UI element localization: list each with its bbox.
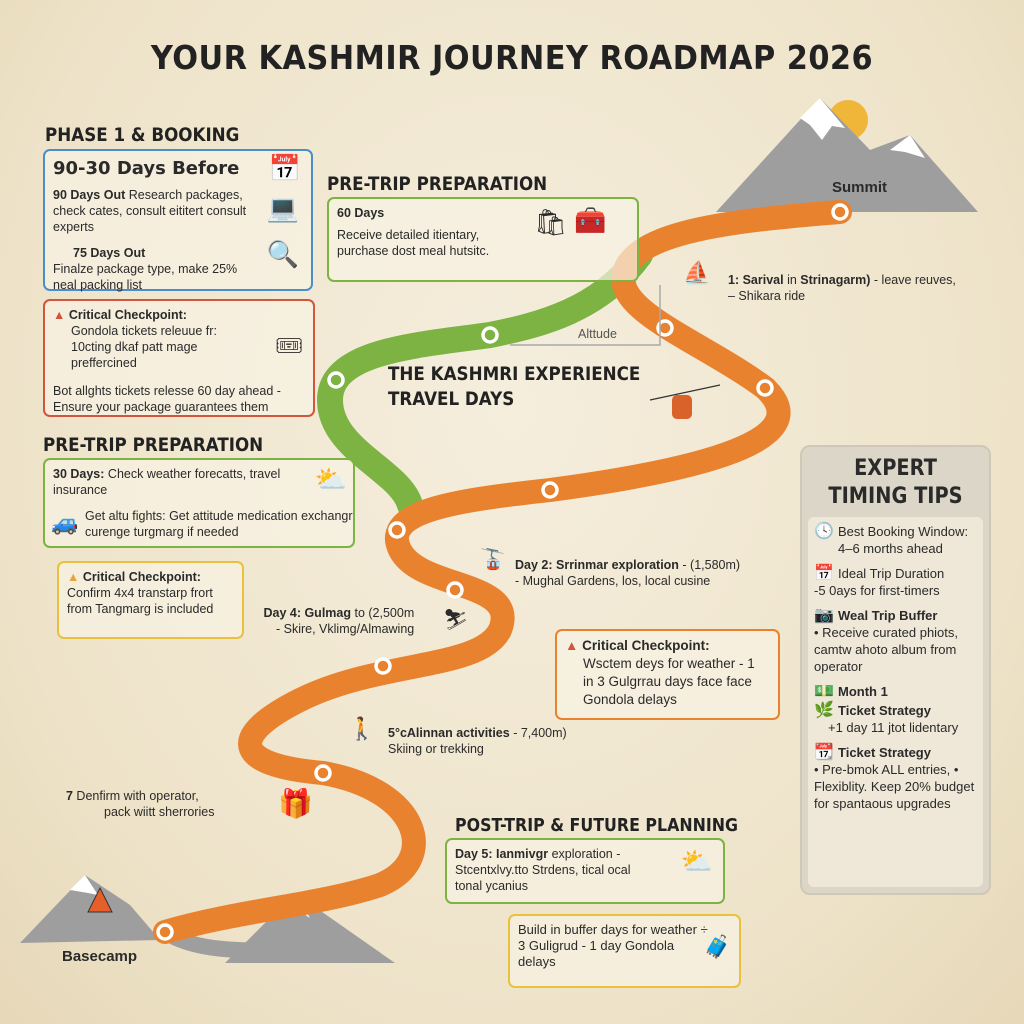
day5-activities-label: 5°cAlinnan activities - 7,400m)Skiing or… [388, 726, 567, 756]
route-node [374, 657, 392, 675]
route-node [156, 923, 174, 941]
summit-snow [800, 98, 845, 140]
route-node [831, 203, 849, 221]
calendar-icon: 📅 [268, 153, 301, 183]
green-route [316, 242, 653, 518]
experience-subtitle: TRAVEL DAYS [388, 388, 515, 410]
phase1-box: 90-30 Days Before 90 Days Out Research p… [43, 149, 313, 292]
route-node [446, 581, 464, 599]
route-node [327, 371, 345, 389]
weather-icon: ⛅ [314, 464, 347, 494]
expert-tips-panel: EXPERT TIMING TIPS 🕓Best Booking Window:… [800, 445, 991, 895]
route-node [656, 319, 674, 337]
gondola-icon [672, 395, 692, 419]
posttrip-box: Day 5: Ianmivgr exploration - Stcentxlvy… [445, 838, 725, 904]
pretrip-left-heading: PRE-TRIP PREPARATION [43, 434, 264, 456]
hiker-icon: 🚶 [348, 716, 376, 741]
warning-icon: ▲ [565, 638, 579, 653]
luggage-icon: 🧳 [703, 934, 731, 959]
leaf-icon: 🌿 [814, 702, 834, 719]
weather-icon: ⛅ [680, 846, 713, 876]
pretrip-30-box: 30 Days: Check weather forecatts, travel… [43, 458, 355, 548]
phase1-item-90: 90 Days Out Research packages, check cat… [53, 188, 247, 234]
first-aid-kit-icon: 🧰 [574, 205, 607, 235]
summit-mountain [716, 98, 978, 212]
laptop-icon: 💻 [266, 193, 299, 223]
posttrip-heading: POST-TRIP & FUTURE PLANNING [455, 815, 739, 836]
ski-icon: ⛷ [443, 609, 469, 631]
checkpoint-weather: ▲ Critical Checkpoint: Wsctem deys for w… [555, 629, 780, 720]
money-icon: 💵 [814, 683, 834, 700]
route-node [314, 764, 332, 782]
route-node [541, 481, 559, 499]
cable-car-icon: 🚡 [480, 549, 505, 571]
orange-route [153, 200, 852, 944]
tips-heading: TIMING TIPS [828, 484, 963, 509]
day1-label: 1: Sarival in Strinagarm) - leave reuves… [728, 273, 956, 303]
summit-label: Summit [832, 179, 888, 196]
tip-item: 💵Month 1 [814, 683, 888, 700]
calendar-icon: 📅 [814, 565, 834, 582]
phase1-heading: PHASE 1 & BOOKING [45, 124, 240, 146]
souvenir-bag-icon: 🎁 [278, 788, 313, 819]
basecamp-label: Basecamp [62, 948, 138, 965]
altitude-label: Alttude [578, 327, 617, 341]
experience-title: THE KASHMRI EXPERIENCE [388, 363, 641, 385]
calendar-icon: 📆 [814, 744, 834, 761]
shopping-bag-icon: 🛍 [534, 207, 568, 237]
warning-icon: ▲ [67, 570, 80, 584]
tip-item: 📅Ideal Trip Duration-5 0ays for first-ti… [814, 565, 945, 598]
magnifier-icon: 🔍 [266, 239, 299, 269]
boat-icon: ⛵ [683, 260, 711, 285]
checkpoint-transport: ▲ Critical Checkpoint: Confirm 4x4 trans… [57, 561, 244, 639]
route-node [756, 379, 774, 397]
checkpoint-gondola: ▲ Critical Checkpoint: Gondola tickets r… [43, 299, 315, 417]
route-node [481, 326, 499, 344]
tip-item: 📆Ticket Strategy• Pre-bmok ALL entries, … [814, 744, 975, 811]
pretrip-60-box: 60 Days Receive detailed itientary, purc… [327, 197, 639, 282]
altitude-connector [510, 285, 661, 346]
car-icon: 🚙 [51, 510, 79, 535]
page-title: YOUR KASHMIR JOURNEY ROADMAP 2026 [150, 38, 874, 77]
day2-label: Day 2: Srrinmar exploration - (1,580m)- … [515, 558, 741, 588]
warning-icon: ▲ [53, 308, 66, 322]
pretrip-top-heading: PRE-TRIP PREPARATION [327, 173, 548, 195]
phase1-box-title: 90-30 Days Before [53, 158, 240, 179]
warning-icon [87, 886, 113, 913]
day7-label: 7 Denfirm with operator,pack wiitt sherr… [66, 789, 215, 819]
camera-icon: 📷 [814, 607, 834, 624]
clock-icon: 🕓 [814, 523, 834, 540]
day4-label: Day 4: Gulmag to (2,500m- Skire, Vklimg/… [263, 606, 415, 636]
tip-item: 🕓Best Booking Window:4–6 morths ahead [814, 523, 969, 556]
route-node [388, 521, 406, 539]
buffer-box: Build in buffer days for weather ÷ 3 Gul… [508, 914, 741, 988]
tips-heading: EXPERT [854, 456, 937, 481]
ticket-icon: 🎟 [275, 333, 303, 358]
tip-item: 📷Weal Trip Buffer• Receive curated phiot… [814, 607, 959, 674]
tip-item: 🌿Ticket Strategy+1 day 11 jtot lidentary [814, 702, 959, 735]
route-nodes [156, 203, 849, 941]
